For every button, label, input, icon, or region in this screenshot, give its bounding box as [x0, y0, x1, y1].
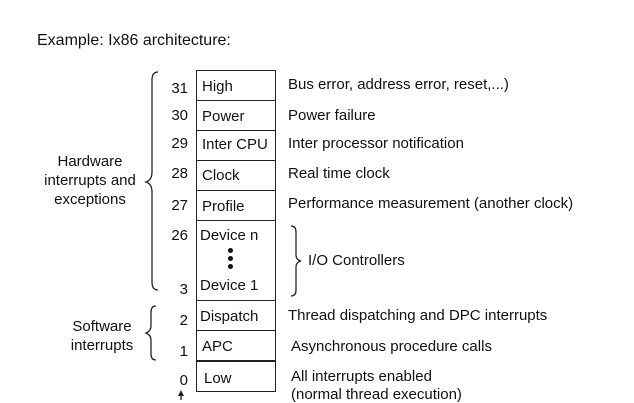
level-description: Asynchronous procedure calls [291, 338, 492, 355]
diagram-title: Example: Ix86 architecture: [37, 32, 231, 49]
level-box-apc [196, 330, 276, 361]
level-description: Performance measurement (another clock) [288, 195, 574, 212]
hardware-group-label: Hardware interrupts and exceptions [44, 153, 136, 208]
level-number: 29 [171, 135, 188, 152]
software-group-label: Software interrupts [70, 318, 134, 354]
level-number: 27 [171, 197, 188, 214]
level-box-profile [196, 190, 276, 221]
level-description: I/O Controllers [308, 252, 405, 269]
software-brace [144, 305, 157, 361]
level-number: 28 [171, 165, 188, 182]
level-description: Power failure [288, 107, 376, 124]
level-description: Thread dispatching and DPC interrupts [288, 307, 548, 324]
level-label: High [202, 78, 233, 95]
hardware-brace [143, 71, 159, 291]
level-box-high [196, 70, 276, 101]
level-description: (normal thread execution) [291, 386, 462, 403]
level-number: 30 [171, 107, 188, 124]
level-box-power [196, 100, 276, 131]
level-description: Real time clock [288, 165, 390, 182]
level-box-clock [196, 160, 276, 191]
level-description: Inter processor notification [288, 135, 464, 152]
level-label: Power [202, 108, 245, 125]
level-box-dispatch [196, 300, 276, 331]
level-label: Clock [202, 167, 240, 184]
level-label: Device 1 [200, 277, 259, 294]
level-number: 3 [179, 281, 188, 298]
level-description: Bus error, address error, reset,...) [288, 76, 509, 93]
level-label: Profile [202, 198, 245, 215]
level-label: APC [202, 338, 233, 355]
level-label: Dispatch [200, 308, 259, 325]
level-box-low [196, 361, 276, 392]
level-number: 31 [171, 80, 188, 97]
level-number: 2 [179, 312, 188, 329]
level-label: Low [204, 370, 232, 387]
level-number: 1 [179, 343, 188, 360]
ellipsis-dot [228, 248, 233, 253]
ellipsis-dot [228, 256, 233, 261]
level-label: Inter CPU [202, 136, 268, 153]
ellipsis-dot [228, 264, 233, 269]
io-controllers-brace [290, 225, 302, 297]
level-number: 26 [171, 227, 188, 244]
level-number: 0 [179, 372, 188, 389]
level-description: All interrupts enabled [291, 368, 432, 385]
level-label: Device n [200, 227, 259, 244]
arrow-head [178, 390, 184, 396]
level-box-devices [196, 220, 276, 301]
